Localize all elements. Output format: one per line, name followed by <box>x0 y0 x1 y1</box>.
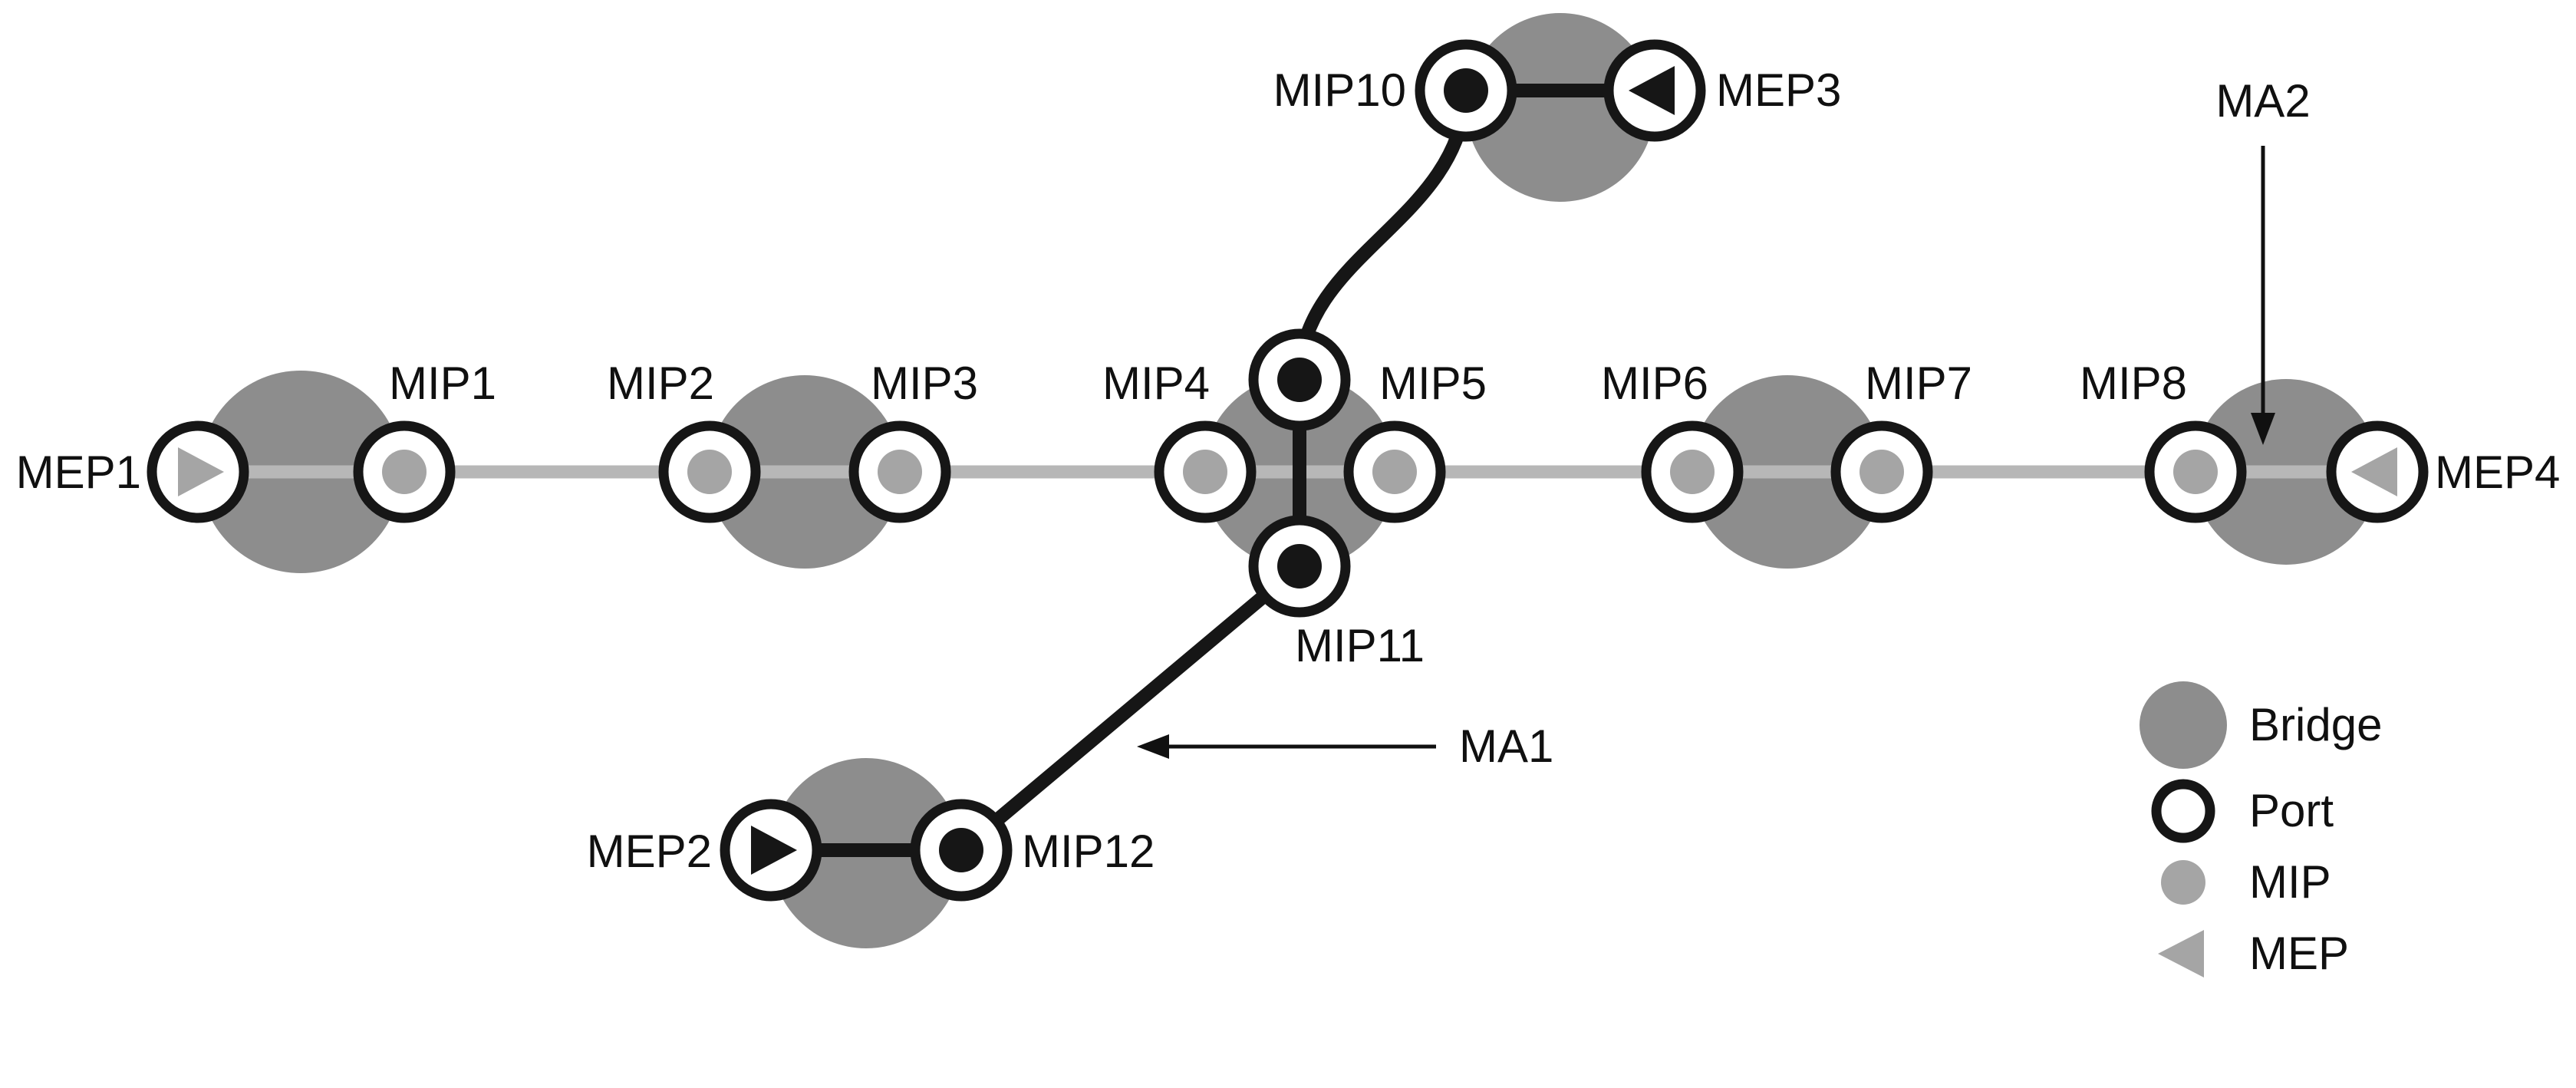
mep2-label: MEP2 <box>587 826 712 877</box>
mip3-mip-dot <box>878 450 922 494</box>
labels-layer: MEP1 MIP1 MIP2 MIP3 MIP4 MIP5 MIP6 MIP7 MIP8MEP4… <box>16 64 2561 877</box>
mip11-mip-dot <box>1277 544 1322 589</box>
ma1-callout-arrowhead <box>1137 734 1169 759</box>
mip2-mip-dot <box>687 450 732 494</box>
mep1-label: MEP1 <box>16 447 141 498</box>
ports-layer <box>147 39 2429 902</box>
mep3-mep-triangle <box>1629 66 1675 115</box>
mip3-label: MIP3 <box>871 358 978 409</box>
mep3-label: MEP3 <box>1716 64 1841 116</box>
ma2-callout-label: MA2 <box>2215 75 2310 127</box>
mip11-label: MIP11 <box>1295 620 1425 671</box>
mip6-mip-dot <box>1670 450 1715 494</box>
mep4-mep-triangle <box>2351 447 2397 496</box>
mip1-label: MIP1 <box>389 358 496 409</box>
mip12-mip-dot <box>939 828 983 872</box>
mip1-mip-dot <box>382 450 427 494</box>
ma1-association-segment-3 <box>954 559 1306 857</box>
ma1-callout-label: MA1 <box>1459 720 1553 772</box>
mip5-label: MIP5 <box>1379 358 1487 409</box>
mep2-mep-triangle <box>751 826 797 875</box>
mip10-mip-dot <box>1444 68 1488 113</box>
legend-mip-icon <box>2161 860 2205 905</box>
mip5-mip-dot <box>1372 450 1417 494</box>
legend-label-mip: MIP <box>2249 856 2331 908</box>
legend-label-mep: MEP <box>2249 928 2349 979</box>
port-top-center-mip-dot <box>1277 358 1322 402</box>
mip7-mip-dot <box>1860 450 1904 494</box>
mip12-label: MIP12 <box>1022 826 1155 877</box>
mip4-mip-dot <box>1183 450 1227 494</box>
mip7-label: MIP7 <box>1865 358 1972 409</box>
bridge-top-bridge-circle <box>1466 13 1655 202</box>
mip6-label: MIP6 <box>1601 358 1708 409</box>
mip8-label: MIP8 <box>2080 358 2187 409</box>
mip4-label: MIP4 <box>1102 358 1210 409</box>
ma2-callout-arrowhead <box>2251 413 2275 445</box>
legend-port-icon <box>2151 779 2215 843</box>
mep4-label: MEP4 <box>2435 447 2560 498</box>
mep1-mep-triangle <box>178 447 224 496</box>
legend-mep-icon <box>2158 930 2204 978</box>
legend-label-port: Port <box>2249 785 2334 836</box>
mip8-mip-dot <box>2173 450 2218 494</box>
legend-bridge-icon <box>2140 681 2227 769</box>
mip10-label: MIP10 <box>1273 64 1406 116</box>
mip2-label: MIP2 <box>607 358 714 409</box>
legend-label-bridge: Bridge <box>2249 699 2382 750</box>
bridges-layer <box>199 13 2379 948</box>
